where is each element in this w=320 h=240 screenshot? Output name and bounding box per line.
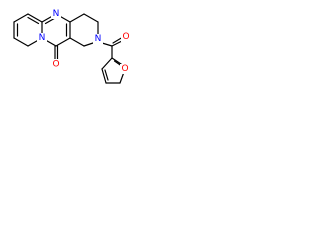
bond [101, 57, 113, 70]
bond [13, 13, 29, 23]
bond [113, 60, 122, 67]
bond [55, 37, 71, 47]
atom-label: O [52, 60, 59, 70]
bond [104, 69, 109, 81]
bond [27, 13, 43, 23]
bond [101, 42, 113, 47]
atom-n-pyrimidine: N [51, 9, 61, 19]
atom-label: O [122, 32, 129, 42]
atom-n-bridgehead: N [37, 33, 47, 43]
atom-label: N [53, 9, 60, 19]
bond [101, 68, 107, 84]
atom-n-amide: N [93, 34, 103, 44]
bonds [13, 13, 125, 84]
bond [13, 37, 29, 47]
atom-o-furan: O [120, 64, 130, 74]
atom-label: O [121, 64, 128, 74]
bond [27, 16, 40, 25]
bond [69, 13, 85, 23]
atom-label: N [95, 34, 102, 44]
atom-labels: N N N O O O [37, 9, 131, 74]
atom-label: N [39, 33, 46, 43]
atom-o-ketone: O [51, 59, 61, 70]
bond [69, 37, 85, 47]
bond [83, 42, 94, 47]
bond [83, 13, 99, 23]
atom-o-amide: O [121, 32, 131, 42]
molecule-structure-diagram: N N N O O O [13, 9, 131, 84]
